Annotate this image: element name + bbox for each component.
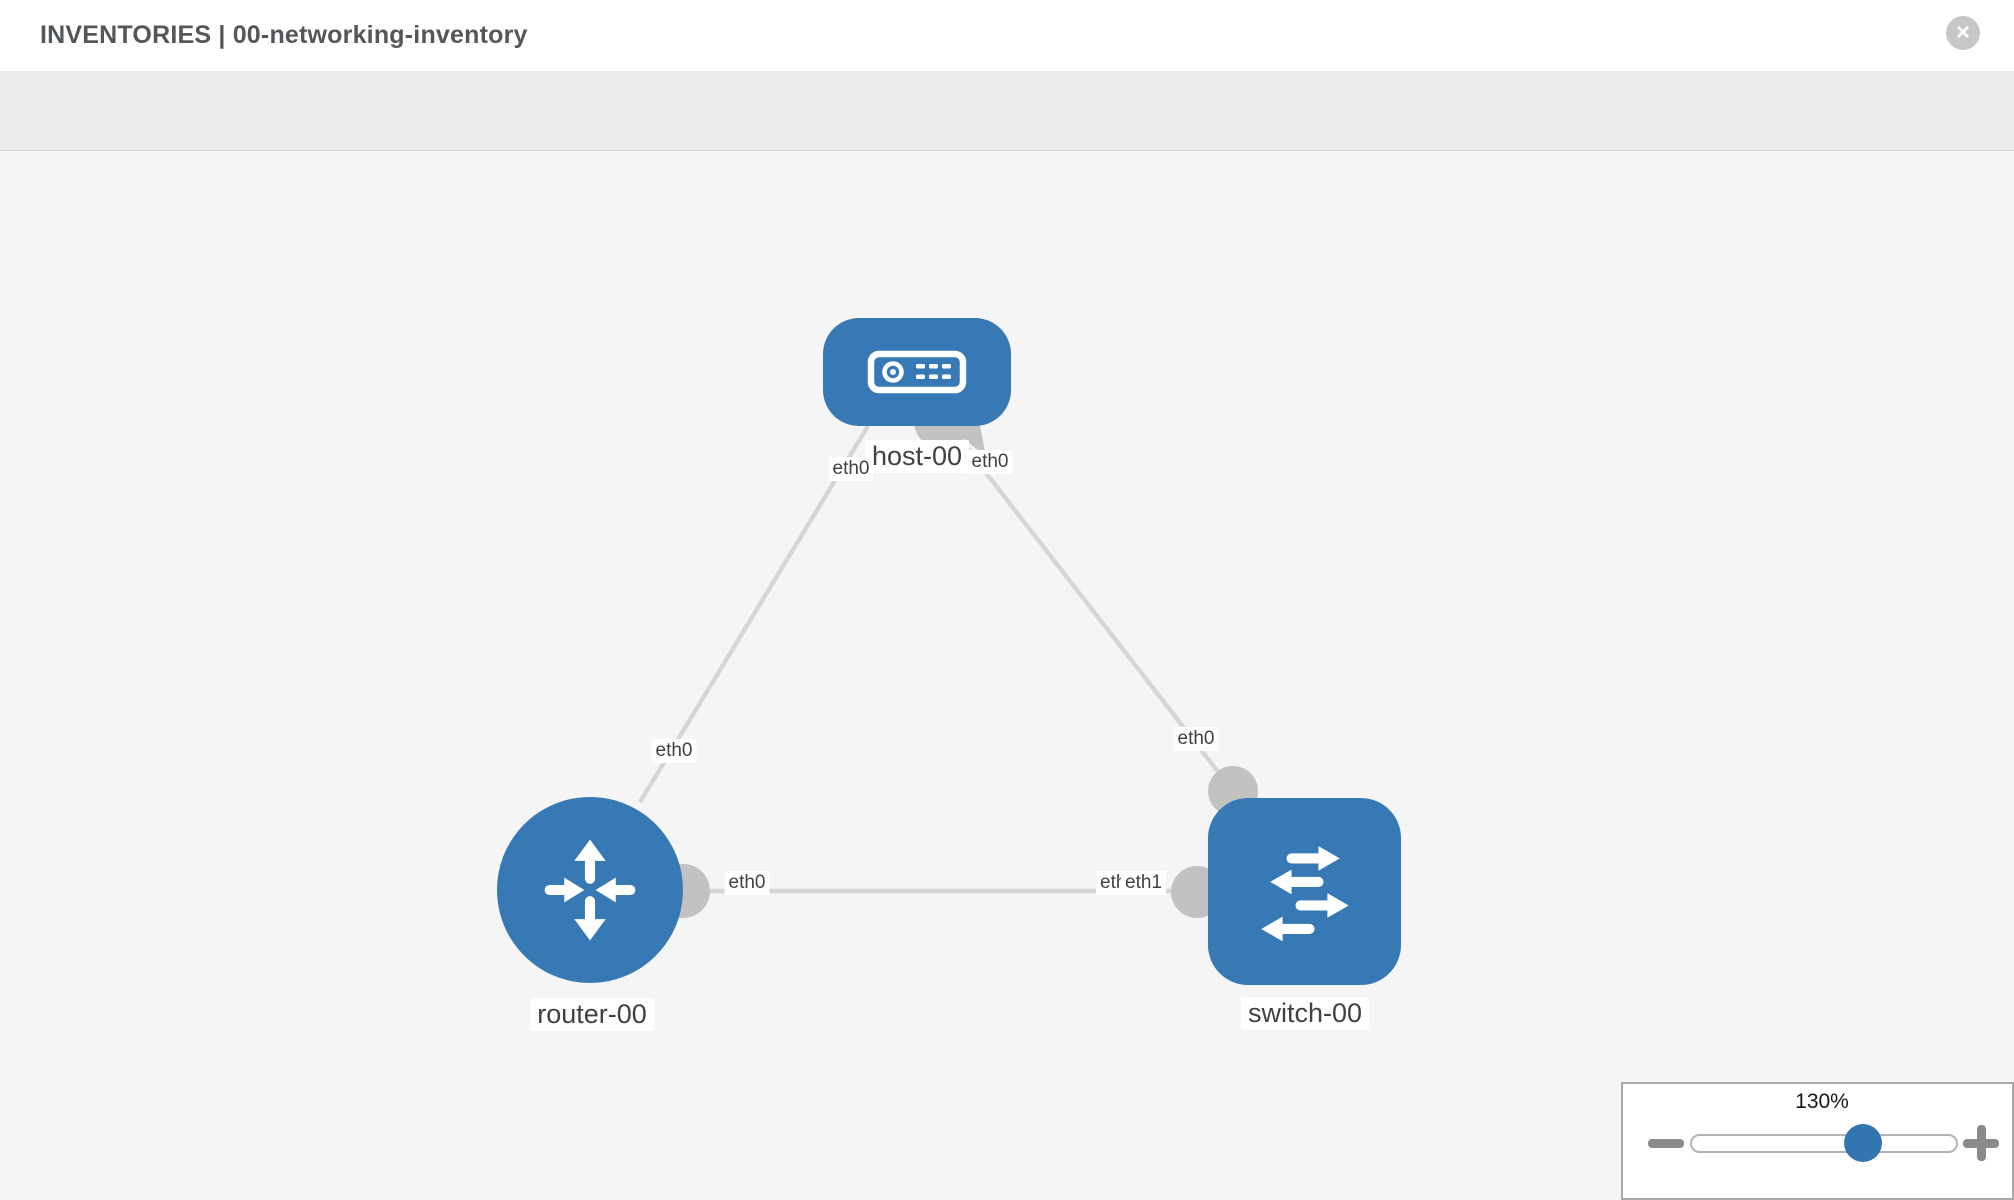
iface-label-switch-eth0-top: eth0 [1173,727,1219,751]
zoom-out-button[interactable]: − [1648,1139,1684,1148]
page-title: INVENTORIES | 00-networking-inventory [40,21,528,49]
node-label-host: host-00 [864,440,970,473]
zoom-slider-track[interactable] [1690,1134,1958,1153]
toolbar: ACTIONS SEARCH [0,71,2014,213]
close-icon[interactable]: × [1946,16,1980,50]
node-switch-00[interactable] [1208,798,1401,985]
node-router-00[interactable] [497,797,683,983]
switch-icon [1260,845,1349,941]
node-label-router: router-00 [530,998,654,1031]
zoom-in-button[interactable]: + [1963,1125,1999,1161]
iface-label-router-eth0-top: eth0 [651,739,697,763]
host-icon [867,350,967,394]
iface-label-router-eth0-right: eth0 [724,871,770,895]
topology-canvas[interactable] [0,151,2014,1200]
zoom-slider-handle[interactable] [1844,1124,1882,1162]
iface-label-switch-eth1-left: eth1 [1121,871,1166,895]
iface-label-host-eth0-right: eth0 [967,450,1013,474]
zoom-percentage: 130% [1795,1090,1849,1113]
node-host-00[interactable] [823,318,1011,426]
router-icon [544,839,636,941]
iface-label-host-eth0-left: eth0 [828,457,874,481]
header-bar: INVENTORIES | 00-networking-inventory × [0,0,2014,71]
node-label-switch: switch-00 [1240,997,1370,1030]
